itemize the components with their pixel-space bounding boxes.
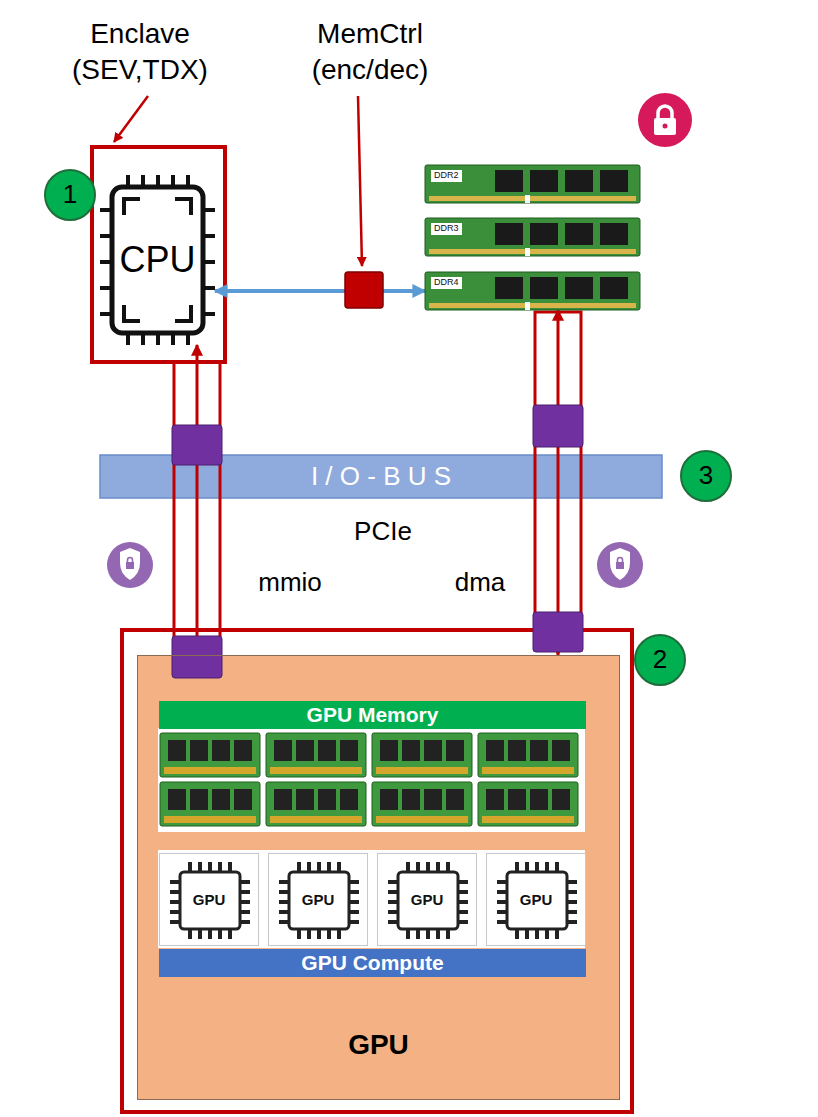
- module-die: [565, 277, 593, 299]
- lock-keyhole: [663, 124, 668, 129]
- gpu-core-chip: GPU: [486, 853, 586, 946]
- leader-line: [358, 96, 362, 266]
- band-label: GPU Compute: [301, 951, 443, 975]
- module-board: [425, 218, 640, 256]
- callout-number: 1: [44, 169, 96, 221]
- lock-icon: [638, 93, 692, 147]
- module-contacts: [429, 249, 636, 254]
- module-die: [600, 277, 628, 299]
- callout-number: 2: [634, 634, 686, 686]
- module-label: DDR4: [431, 277, 462, 289]
- module-die: [600, 223, 628, 245]
- module-contacts: [429, 303, 636, 308]
- memory-link: [215, 289, 425, 293]
- memory-area: [158, 728, 585, 832]
- memory-chip: [372, 733, 472, 777]
- memory-module: DDR4: [425, 272, 640, 310]
- io-bus-band: I / O - B U S: [100, 455, 662, 498]
- shield-lock-icon: [107, 542, 153, 588]
- shield: [120, 548, 140, 580]
- memory-chip: [478, 733, 578, 777]
- gpu-box: GPU GPU MemoryGPU GPU GPU GPU GPU Compute: [137, 655, 620, 1100]
- memory-chip: [372, 782, 472, 826]
- chip-label: GPU: [520, 891, 553, 908]
- module-label: DDR3: [431, 223, 462, 235]
- module-die: [495, 223, 523, 245]
- lock-body: [616, 562, 624, 569]
- chip-body: [112, 187, 203, 333]
- bus-type-label: PCIe: [323, 515, 443, 549]
- band-label: GPU Memory: [307, 703, 439, 727]
- memory-chip: [160, 782, 260, 826]
- gpu-band: GPU Compute: [159, 949, 586, 977]
- chip-corner-mark: [124, 199, 140, 215]
- module-board: [425, 165, 640, 203]
- gpu-trust-boundary: [122, 630, 632, 1112]
- shield: [610, 548, 630, 580]
- module-label: DDR2: [431, 170, 462, 182]
- chip-body: [398, 872, 458, 929]
- chip-label: GPU: [302, 891, 335, 908]
- callout-number: 3: [680, 450, 732, 502]
- chip-corner-mark: [175, 199, 191, 215]
- module-notch: [525, 302, 530, 310]
- gpu-fill: [137, 655, 620, 1100]
- memory-module: DDR2: [425, 165, 640, 203]
- dma-link: [557, 310, 560, 655]
- enclave-boundary: [92, 147, 225, 362]
- memory-chip: [478, 782, 578, 826]
- shield-lock-icon: [597, 542, 643, 588]
- memory-chip: [266, 733, 366, 777]
- module-board: [425, 272, 640, 310]
- gpu-core-chip: GPU: [268, 853, 368, 946]
- cpu-chip: CPU: [100, 175, 215, 345]
- compute-area: [158, 850, 585, 948]
- callout-label: Enclave (SEV,TDX): [55, 16, 225, 89]
- module-die: [530, 277, 558, 299]
- chip-label: CPU: [119, 239, 195, 281]
- encryption-engine: [533, 612, 583, 652]
- module-die: [495, 277, 523, 299]
- module-die: [530, 170, 558, 192]
- chip-label: GPU: [411, 891, 444, 908]
- encryption-engine: [172, 425, 222, 465]
- module-die: [495, 170, 523, 192]
- memory-module: DDR3: [425, 218, 640, 256]
- lock-body: [126, 562, 134, 569]
- channel-label: mmio: [235, 566, 345, 600]
- gpu-band: GPU Memory: [159, 701, 586, 729]
- module-die: [600, 170, 628, 192]
- chip-body: [180, 872, 240, 929]
- module-notch: [525, 248, 530, 256]
- leader-line: [114, 96, 148, 142]
- device-label: GPU: [348, 1029, 409, 1061]
- encryption-engine: [172, 636, 222, 678]
- encryption-engine: [533, 405, 583, 447]
- callout-label: MemCtrl (enc/dec): [285, 16, 455, 89]
- memory-controller: [345, 272, 383, 308]
- module-contacts: [429, 196, 636, 201]
- chip-corner-mark: [124, 305, 140, 321]
- module-die: [530, 223, 558, 245]
- channel-label: dma: [425, 566, 535, 600]
- chip-body: [289, 872, 349, 929]
- lock-shackle: [658, 106, 672, 119]
- module-die: [565, 170, 593, 192]
- gpu-core-chip: GPU: [377, 853, 477, 946]
- mmio-link: [196, 345, 199, 655]
- module-notch: [525, 195, 530, 203]
- memory-chip: [266, 782, 366, 826]
- memory-chip: [160, 733, 260, 777]
- bus-label: I / O - B U S: [311, 461, 451, 492]
- gpu-core-chip: GPU: [159, 853, 259, 946]
- chip-corner-mark: [175, 305, 191, 321]
- module-die: [565, 223, 593, 245]
- chip-label: GPU: [193, 891, 226, 908]
- lock-body: [654, 118, 676, 135]
- chip-body: [507, 872, 567, 929]
